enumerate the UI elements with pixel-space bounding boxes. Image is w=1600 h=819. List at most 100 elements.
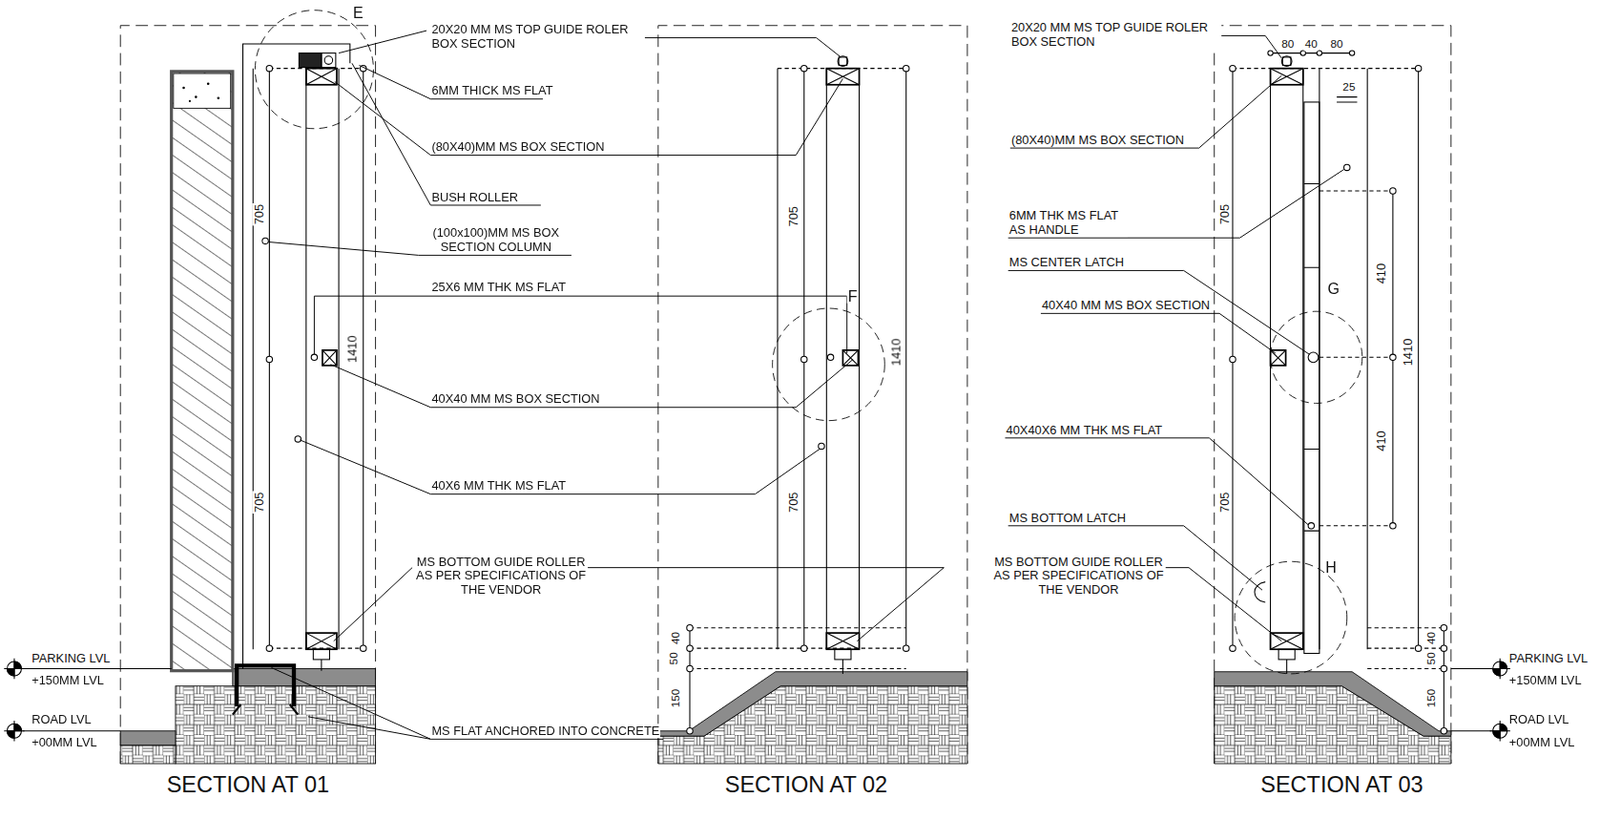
gate-section-03 — [1300, 50, 1306, 56]
callout-text: MS BOTTOM GUIDE ROLLER AS PER SPECIFICAT… — [992, 554, 1166, 598]
gate-section-01 — [236, 664, 294, 707]
dimension: 150 — [1423, 687, 1438, 709]
dimension: 1410 — [1400, 337, 1415, 368]
gate-section-01 — [298, 53, 322, 68]
level-name: ROAD LVL — [1508, 712, 1571, 728]
frame-lines — [120, 25, 1452, 764]
gate-section-01 — [320, 659, 322, 671]
gate-section-02 — [686, 56, 910, 734]
gate-section-01 — [252, 68, 339, 650]
dimension: 1410 — [889, 337, 904, 368]
gate-section-02 — [827, 353, 833, 360]
level-name: PARKING LVL — [30, 650, 111, 665]
gate-section-03 — [1308, 352, 1319, 363]
gate-section-02 — [689, 627, 907, 669]
gate-section-03 — [1414, 64, 1421, 71]
gate-section-03 — [1270, 350, 1287, 366]
gate-section-01 — [262, 237, 269, 244]
gate-section-02 — [801, 355, 808, 362]
dimension: 25 — [1341, 79, 1356, 94]
gate-section-03 — [1229, 64, 1236, 71]
leader-lines — [1004, 437, 1309, 525]
gate-section-03 — [1286, 659, 1288, 674]
ground — [120, 730, 176, 746]
gate-section-01 — [269, 68, 363, 648]
leader-lines — [1008, 270, 1310, 354]
level-markers — [3, 658, 1511, 742]
gate-section-03 — [1270, 68, 1304, 85]
gate-section-03 — [1270, 311, 1363, 403]
callout-text: MS BOTTOM LATCH — [1008, 510, 1127, 525]
leader-lines — [299, 439, 819, 495]
gate-section-03 — [1282, 57, 1291, 66]
gate-section-02 — [686, 624, 693, 631]
gate-section-03 — [1440, 624, 1447, 631]
gate-section-03 — [1304, 184, 1320, 532]
gate-section-01 — [306, 632, 337, 649]
gate-section-01 — [269, 68, 363, 648]
level-value: +150MM LVL — [30, 672, 105, 687]
dimension: 150 — [668, 687, 684, 709]
wall — [217, 96, 221, 100]
level-value: +00MM LVL — [30, 734, 99, 749]
dimension: 705 — [251, 490, 267, 514]
dimension: 40 — [1304, 37, 1319, 52]
leader-lines — [331, 358, 854, 407]
gate-section-02 — [826, 632, 859, 649]
gate-section-02 — [772, 308, 886, 421]
level-value: +150MM LVL — [1508, 672, 1583, 687]
gate-section-01 — [311, 353, 317, 360]
level-markers — [22, 668, 1493, 731]
frame-lines — [658, 25, 968, 764]
callout-text: 6MM THICK MS FLAT — [430, 83, 554, 99]
gate-section-02 — [688, 627, 690, 731]
callout-text: (100x100)MM MS BOX SECTION COLUMN — [418, 225, 575, 254]
gate-section-03 — [1367, 627, 1444, 669]
dimension: 410 — [1374, 429, 1390, 453]
dimension: 40 — [668, 630, 684, 645]
detail-tag: H — [1324, 560, 1338, 575]
gate-section-02 — [903, 644, 910, 651]
wall — [171, 71, 233, 671]
gate-section-02 — [842, 350, 858, 366]
gate-section-01 — [266, 355, 272, 362]
gate-section-03 — [1344, 164, 1351, 170]
ground — [120, 745, 176, 764]
gate-section-01 — [232, 10, 375, 715]
leader-lines — [334, 78, 844, 155]
dimension: 50 — [1423, 650, 1438, 665]
frame-lines — [120, 25, 375, 764]
dimension: 705 — [787, 490, 802, 514]
gate-section-03 — [1390, 187, 1396, 194]
callout-text: 40X40 MM MS BOX SECTION — [1040, 297, 1211, 312]
gate-section-03 — [1414, 644, 1421, 651]
gate-section-02 — [826, 632, 859, 649]
gate-section-03 — [1270, 632, 1304, 649]
callout-text: (80X40)MM MS BOX SECTION — [430, 140, 605, 155]
callout-text: 6MM THK MS FLAT AS HANDLE — [1008, 207, 1128, 237]
leader-lines — [338, 30, 427, 54]
callout-text: 25X6 MM THK MS FLAT — [430, 279, 567, 294]
gate-section-03 — [1304, 102, 1320, 654]
gate-section-03 — [1336, 97, 1357, 103]
gate-section-03 — [1440, 727, 1447, 734]
gate-section-03 — [1270, 52, 1353, 54]
dimension: 705 — [787, 205, 802, 229]
callout-text: MS CENTER LATCH — [1008, 254, 1125, 270]
gate-section-03 — [1270, 350, 1287, 366]
gate-section-03 — [1232, 67, 1419, 69]
gate-section-03 — [1440, 664, 1447, 671]
callout-text: 40X6 MM THK MS FLAT — [430, 478, 567, 494]
callout-text: 20X20 MM MS TOP GUIDE ROLER BOX SECTION — [1010, 20, 1222, 49]
gate-section-02 — [826, 68, 859, 85]
level-name: PARKING LVL — [1508, 650, 1589, 665]
detail-tag: F — [847, 289, 859, 304]
dimension: 705 — [1217, 490, 1232, 514]
detail-tag: E — [352, 5, 365, 21]
section-title: SECTION AT 03 — [1259, 771, 1425, 799]
gate-section-01 — [312, 648, 330, 660]
gate-section-01 — [294, 436, 301, 442]
level-markers — [6, 661, 1507, 738]
leader-lines — [1040, 312, 1276, 354]
